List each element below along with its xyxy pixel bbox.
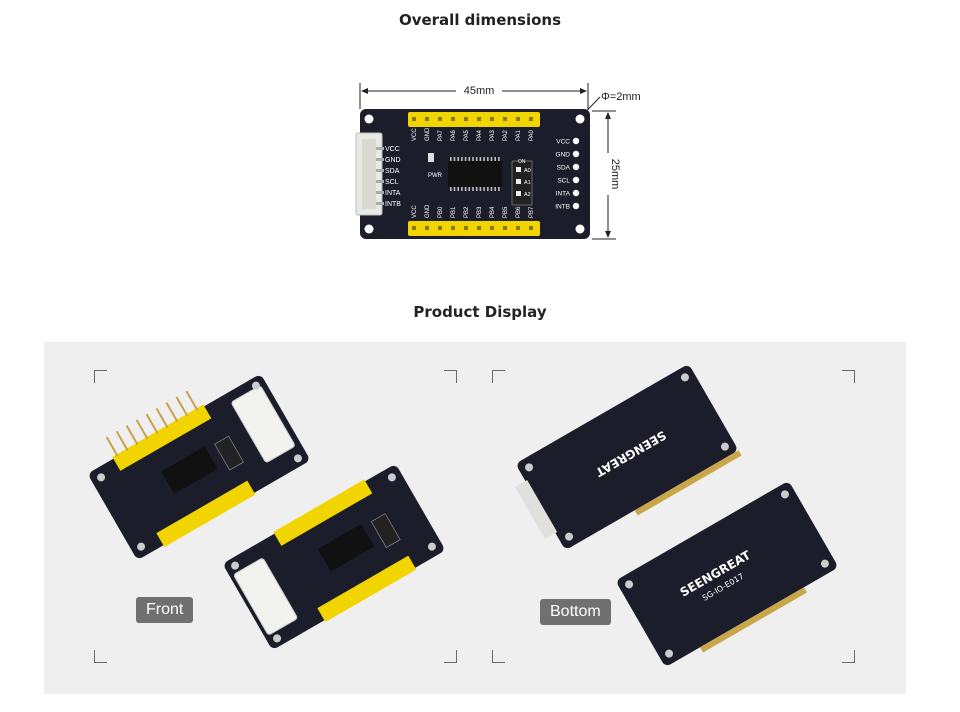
front-board-2 <box>224 465 444 649</box>
top-header-label: PA7 <box>438 129 444 141</box>
connector-pin-label: INTB <box>385 201 401 208</box>
dimension-drawing: 45mm Φ=2mm 25mm ON <box>355 83 641 240</box>
right-pad <box>572 150 580 158</box>
connector-pin <box>376 180 384 183</box>
header-pin <box>115 430 129 451</box>
right-pad <box>572 176 580 184</box>
ic-chip <box>448 161 502 187</box>
connector-pin <box>376 191 384 194</box>
bottom-header-label: GND <box>425 204 431 218</box>
right-pad <box>572 202 580 210</box>
pwr-label: PWR <box>428 173 443 179</box>
connector-pin-label: GND <box>385 157 401 164</box>
crop-corner <box>94 650 107 663</box>
front-boards-image <box>89 375 444 649</box>
top-pin-header <box>408 112 540 127</box>
hole-label: Φ=2mm <box>601 91 641 103</box>
top-header-label: PA5 <box>464 129 470 141</box>
bottom-board-1: SEENGREAT <box>515 365 742 549</box>
bottom-board-2: SEENGREAT SG-IO-E017 <box>617 482 837 666</box>
width-dimension: 45mm <box>359 83 589 109</box>
front-label: Front <box>136 597 194 623</box>
connector-pin <box>376 158 384 161</box>
right-pad <box>572 163 580 171</box>
top-header-label: PA6 <box>451 129 457 141</box>
right-pin-label: VCC <box>556 139 570 146</box>
top-header-label: PA0 <box>529 129 535 141</box>
connector-pin-label: SDA <box>385 168 400 175</box>
bottom-header-label: VCC <box>412 205 418 218</box>
right-pin-label: SCL <box>557 178 570 185</box>
crop-corner <box>492 650 505 663</box>
bottom-pin-header <box>408 221 540 236</box>
connector-pin <box>376 202 384 205</box>
top-header-label: PA4 <box>477 129 483 141</box>
overall-dimensions-heading: Overall dimensions <box>398 11 562 29</box>
bottom-header-label: PB3 <box>477 206 483 218</box>
crop-corner <box>842 650 855 663</box>
bottom-header-label: PB1 <box>451 206 457 218</box>
right-pad <box>572 189 580 197</box>
bottom-header-label: PB2 <box>464 206 470 218</box>
crop-corner <box>94 370 107 383</box>
top-header-label: GND <box>425 127 431 141</box>
bottom-header-label: PB4 <box>490 206 496 218</box>
dip-label: A0 <box>524 168 531 174</box>
header-pin <box>125 425 139 446</box>
bottom-header-label: PB6 <box>516 206 522 218</box>
header-pin <box>135 419 149 440</box>
bottom-photo-panel: SEENGREAT SEENGREAT SG-IO-E017 Bottom <box>472 342 906 694</box>
crop-corner <box>444 650 457 663</box>
bottom-header-label: PB7 <box>529 206 535 218</box>
header-pin <box>165 402 179 423</box>
connector-pin <box>376 169 384 172</box>
height-dimension: 25mm <box>592 110 621 240</box>
bottom-header-label: PB0 <box>438 206 444 218</box>
front-board-1 <box>89 375 309 559</box>
bottom-header-label: PB5 <box>503 206 509 218</box>
header-pin <box>175 396 189 417</box>
header-pin <box>155 407 169 428</box>
right-pin-label: GND <box>556 152 571 159</box>
header-pin <box>145 413 159 434</box>
right-pin-label: INTB <box>555 204 570 211</box>
header-pin <box>105 436 119 457</box>
dip-label: A2 <box>524 192 531 198</box>
connector-pin <box>376 147 384 150</box>
top-header-label: VCC <box>412 128 418 141</box>
top-header-label: PA3 <box>490 129 496 141</box>
front-photo-panel: Front <box>44 342 472 694</box>
right-pad <box>572 137 580 145</box>
module-board-top-view: ON PWR VCC GND SDA SCL INTA INTB VCC GND SDA SCL I… <box>355 109 590 239</box>
header-pin <box>185 390 199 411</box>
right-pin-label: SDA <box>557 165 571 172</box>
width-label: 45mm <box>464 85 495 97</box>
connector-pin-label: INTA <box>385 190 401 197</box>
bottom-label: Bottom <box>540 599 611 625</box>
connector-pin-label: SCL <box>385 179 399 186</box>
height-label: 25mm <box>609 159 621 190</box>
crop-corner <box>444 370 457 383</box>
bottom-boards-image: SEENGREAT SEENGREAT SG-IO-E017 <box>515 365 837 666</box>
dip-label: A1 <box>524 180 531 186</box>
top-header-label: PA1 <box>516 129 522 141</box>
crop-corner <box>492 370 505 383</box>
product-display-heading: Product Display <box>413 303 547 321</box>
dip-on-label: ON <box>518 159 526 165</box>
connector-pin-label: VCC <box>385 146 400 153</box>
right-pin-label: INTA <box>556 191 571 198</box>
top-header-label: PA2 <box>503 129 509 141</box>
crop-corner <box>842 370 855 383</box>
